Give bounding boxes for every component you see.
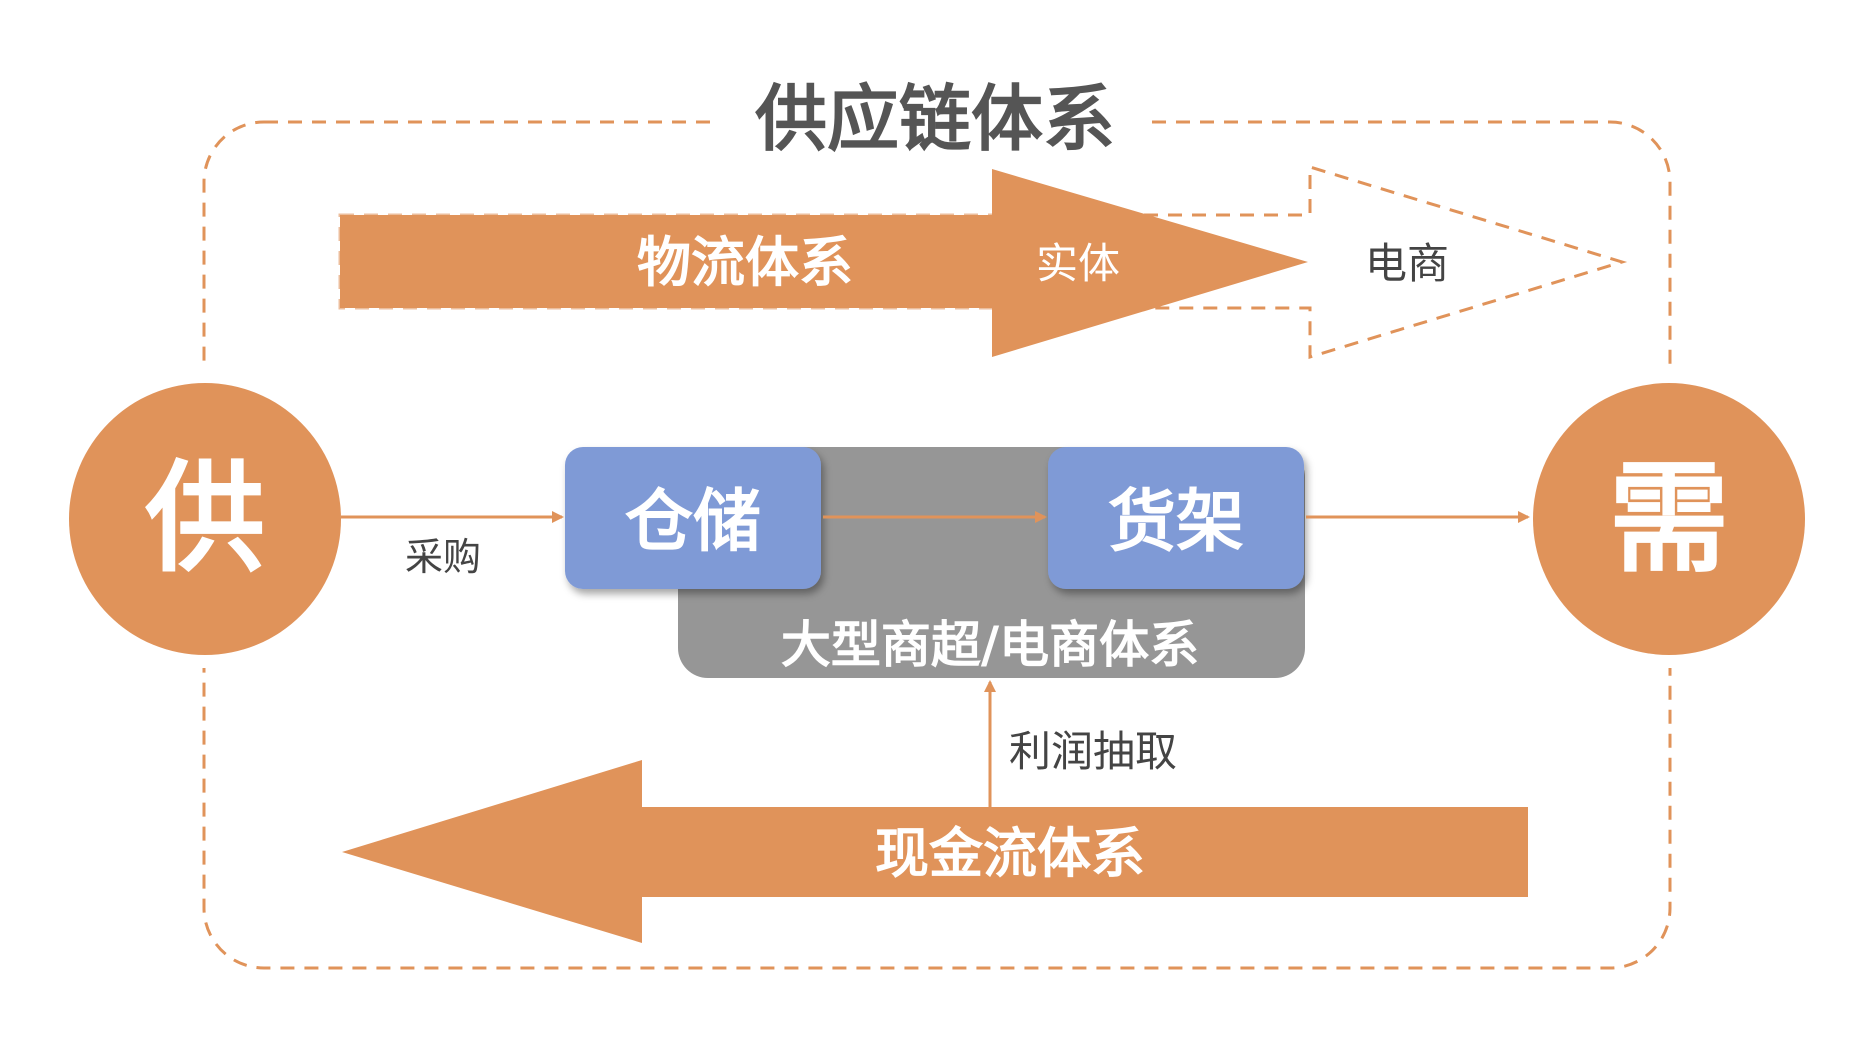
logistics-arrow-dashed-edge bbox=[338, 213, 994, 310]
shelf-node bbox=[1048, 447, 1304, 589]
procurement-label: 采购 bbox=[405, 535, 481, 579]
logistics-label: 物流体系 bbox=[637, 231, 853, 294]
diagram-title: 供应链体系 bbox=[755, 77, 1115, 161]
ecommerce-label: 电商 bbox=[1365, 239, 1449, 288]
demand-label: 需 bbox=[1609, 450, 1729, 589]
ecommerce-arrow-outline bbox=[1000, 164, 1628, 360]
demand-node bbox=[1533, 383, 1805, 655]
supply-node bbox=[69, 383, 341, 655]
cashflow-label: 现金流体系 bbox=[875, 822, 1145, 885]
supply-label: 供 bbox=[145, 450, 265, 589]
retailer-label: 大型商超/电商体系 bbox=[781, 616, 1199, 674]
cashflow-arrow bbox=[342, 760, 1528, 943]
warehouse-label: 仓储 bbox=[625, 483, 761, 562]
warehouse-node bbox=[565, 447, 821, 589]
physical-label: 实体 bbox=[1036, 239, 1120, 288]
shelf-label: 货架 bbox=[1108, 483, 1244, 562]
profit-label: 利润抽取 bbox=[1009, 727, 1177, 776]
